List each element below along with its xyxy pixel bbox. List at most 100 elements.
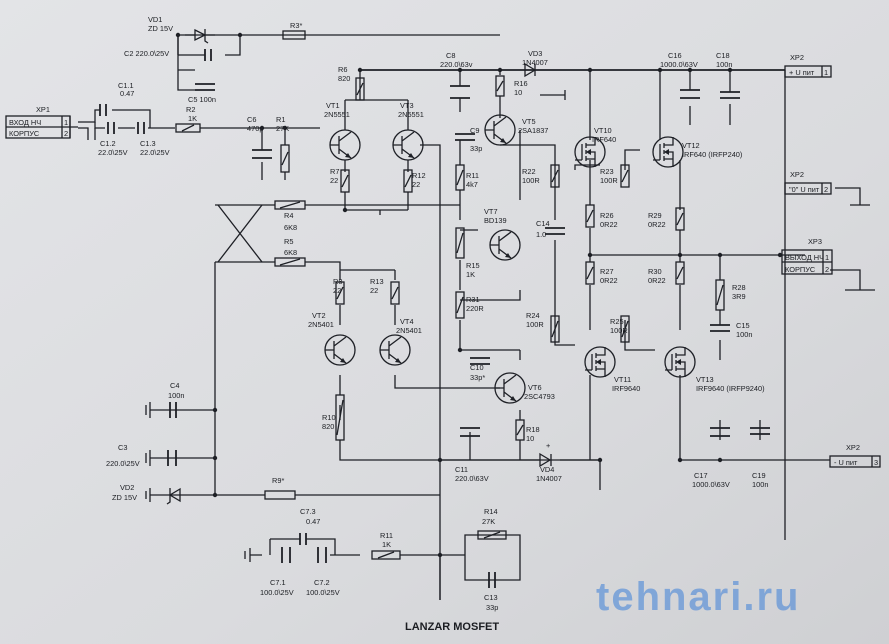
capacitor-c15 bbox=[710, 324, 730, 332]
label-vt3t: 2N5551 bbox=[398, 110, 424, 119]
label-c7-3v: 0.47 bbox=[306, 517, 320, 526]
label-vt7t: BD139 bbox=[484, 216, 507, 225]
label-r3: R3* bbox=[290, 21, 302, 30]
capacitor-c5 bbox=[195, 83, 215, 91]
label-r29v: 0R22 bbox=[648, 220, 666, 229]
label-r28: R28 bbox=[732, 283, 746, 292]
label-vt10t: IRF640 bbox=[592, 135, 616, 144]
capacitor-c4 bbox=[169, 402, 177, 418]
label-c1-2: C1.2 bbox=[100, 139, 116, 148]
label-r16v: 10 bbox=[514, 88, 522, 97]
capacitor-c7-2 bbox=[317, 547, 327, 563]
label-r4: R4 bbox=[284, 211, 293, 220]
label-vd2: VD2 bbox=[120, 483, 134, 492]
label-c7-1: C7.1 bbox=[270, 578, 286, 587]
label-vt4: VT4 bbox=[400, 317, 414, 326]
capacitor-c14 bbox=[545, 227, 565, 235]
label-r26: R26 bbox=[600, 211, 614, 220]
label-r11v: 4k7 bbox=[466, 180, 478, 189]
label-r24v: 100R bbox=[526, 320, 544, 329]
label-c11: C11 bbox=[455, 465, 468, 474]
label-vt3: VT3 bbox=[400, 101, 414, 110]
label-r6v: 820 bbox=[338, 74, 350, 83]
transistor-vt4 bbox=[379, 334, 411, 366]
label-c3v: 220.0\25V bbox=[106, 459, 140, 468]
label-xp2-top: + U пит bbox=[789, 68, 815, 77]
label-r18v: 10 bbox=[526, 434, 534, 443]
label-c1-1v: 0.47 bbox=[120, 89, 134, 98]
junction-dots bbox=[175, 32, 783, 558]
connector-xp3 bbox=[781, 249, 833, 275]
capacitor-c1-1 bbox=[99, 104, 107, 116]
label-c17: C17 bbox=[694, 471, 708, 480]
diode-vd3 bbox=[524, 62, 537, 78]
label-r29: R29 bbox=[648, 211, 662, 220]
xp1-pin2-label: КОРПУС bbox=[9, 129, 40, 138]
label-vd1: VD1 bbox=[148, 15, 162, 24]
label-c1-2v: 22.0\25V bbox=[98, 148, 128, 157]
label-r28v: 3R9 bbox=[732, 292, 746, 301]
label-r5: R5 bbox=[284, 237, 293, 246]
label-vt5t: 2SA1837 bbox=[518, 126, 548, 135]
label-r2: R2 bbox=[186, 105, 195, 114]
label-c1-3: C1.3 bbox=[140, 139, 156, 148]
label-r13v: 22 bbox=[370, 286, 378, 295]
label-c16: C16 bbox=[668, 51, 682, 60]
label-r6: R6 bbox=[338, 65, 347, 74]
label-xp2-mid-name: XP2 bbox=[790, 170, 804, 179]
label-c14: C14 bbox=[536, 219, 550, 228]
label-r27v: 0R22 bbox=[600, 276, 618, 285]
label-c4: C4 bbox=[170, 381, 179, 390]
label-r11b: R11 bbox=[380, 531, 393, 540]
label-r8v: 22 bbox=[333, 286, 341, 295]
resistor-r26 bbox=[585, 204, 595, 228]
resistor-r11b bbox=[371, 550, 401, 560]
label-vt5: VT5 bbox=[522, 117, 536, 126]
label-r10v: 820 bbox=[322, 422, 334, 431]
resistor-r15 bbox=[455, 227, 465, 259]
label-c7-2v: 100.0\25V bbox=[306, 588, 340, 597]
zener-vd2 bbox=[166, 487, 181, 505]
label-r31: R31 bbox=[466, 295, 480, 304]
resistor-r14 bbox=[477, 530, 507, 540]
xp1-pin2-num: 2 bbox=[64, 129, 68, 138]
resistor-r16 bbox=[495, 75, 505, 97]
label-r22: R22 bbox=[522, 167, 536, 176]
transistor-vt3 bbox=[392, 129, 424, 161]
resistor-r22 bbox=[550, 164, 560, 188]
capacitor-c7-3 bbox=[269, 533, 336, 555]
label-vd3: VD3 bbox=[528, 49, 542, 58]
label-r30v: 0R22 bbox=[648, 276, 666, 285]
label-r16: R16 bbox=[514, 79, 528, 88]
capacitor-c3 bbox=[167, 450, 177, 466]
resistor-r29 bbox=[675, 207, 685, 231]
component-labels: VD1 ZD 15V C2 220.0\25V C5 100n R3* XP1 … bbox=[9, 15, 878, 612]
label-c5: C5 100n bbox=[188, 95, 216, 104]
label-plus: + bbox=[546, 441, 550, 450]
label-xp2-bot-name: XP2 bbox=[846, 443, 860, 452]
transistor-vt2 bbox=[324, 334, 356, 366]
label-r12v: 22 bbox=[412, 180, 420, 189]
label-vt12: VT12 bbox=[682, 141, 700, 150]
diode-vd4 bbox=[539, 452, 552, 468]
label-c2: C2 220.0\25V bbox=[124, 49, 169, 58]
label-c8: C8 bbox=[446, 51, 455, 60]
resistor-r4 bbox=[274, 200, 306, 210]
capacitor-c6 bbox=[252, 149, 272, 159]
label-c11v: 220.0\63V bbox=[455, 474, 489, 483]
resistor-r24 bbox=[550, 315, 560, 343]
label-xp3: XP3 bbox=[808, 237, 822, 246]
label-r14: R14 bbox=[484, 507, 498, 516]
ground-symbols bbox=[145, 402, 251, 562]
label-r11: R11 bbox=[466, 171, 479, 180]
capacitor-c7-1 bbox=[281, 547, 291, 563]
label-c4v: 100n bbox=[168, 391, 184, 400]
label-vd4t: 1N4007 bbox=[536, 474, 562, 483]
transistor-vt13 bbox=[664, 346, 696, 378]
xp3-pin2-num: 2 bbox=[825, 265, 829, 274]
label-vt6t: 2SC4793 bbox=[524, 392, 555, 401]
label-r12: R12 bbox=[412, 171, 426, 180]
resistor-r7 bbox=[340, 169, 350, 193]
resistor-r1 bbox=[280, 144, 290, 173]
resistor-r18 bbox=[515, 419, 525, 441]
